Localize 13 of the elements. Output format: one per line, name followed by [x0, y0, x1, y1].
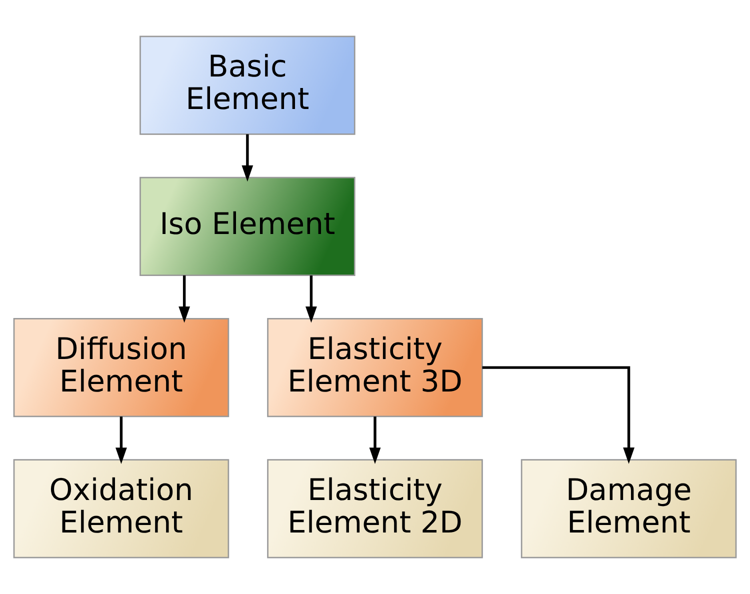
arrow [116, 416, 127, 464]
node-box: Elasticity Element 3D [267, 318, 483, 418]
node-box: Oxidation Element [13, 459, 230, 558]
arrow [482, 366, 634, 464]
node-box: Damage Element [520, 459, 737, 558]
node-box: Diffusion Element [13, 318, 230, 418]
node-box: Iso Element [140, 176, 356, 276]
arrow [369, 416, 381, 464]
node-box: Elasticity Element 2D [267, 459, 483, 558]
arrow [242, 134, 254, 182]
arrow [178, 275, 190, 323]
arrow [306, 275, 317, 323]
node-box: Basic Element [140, 36, 356, 135]
